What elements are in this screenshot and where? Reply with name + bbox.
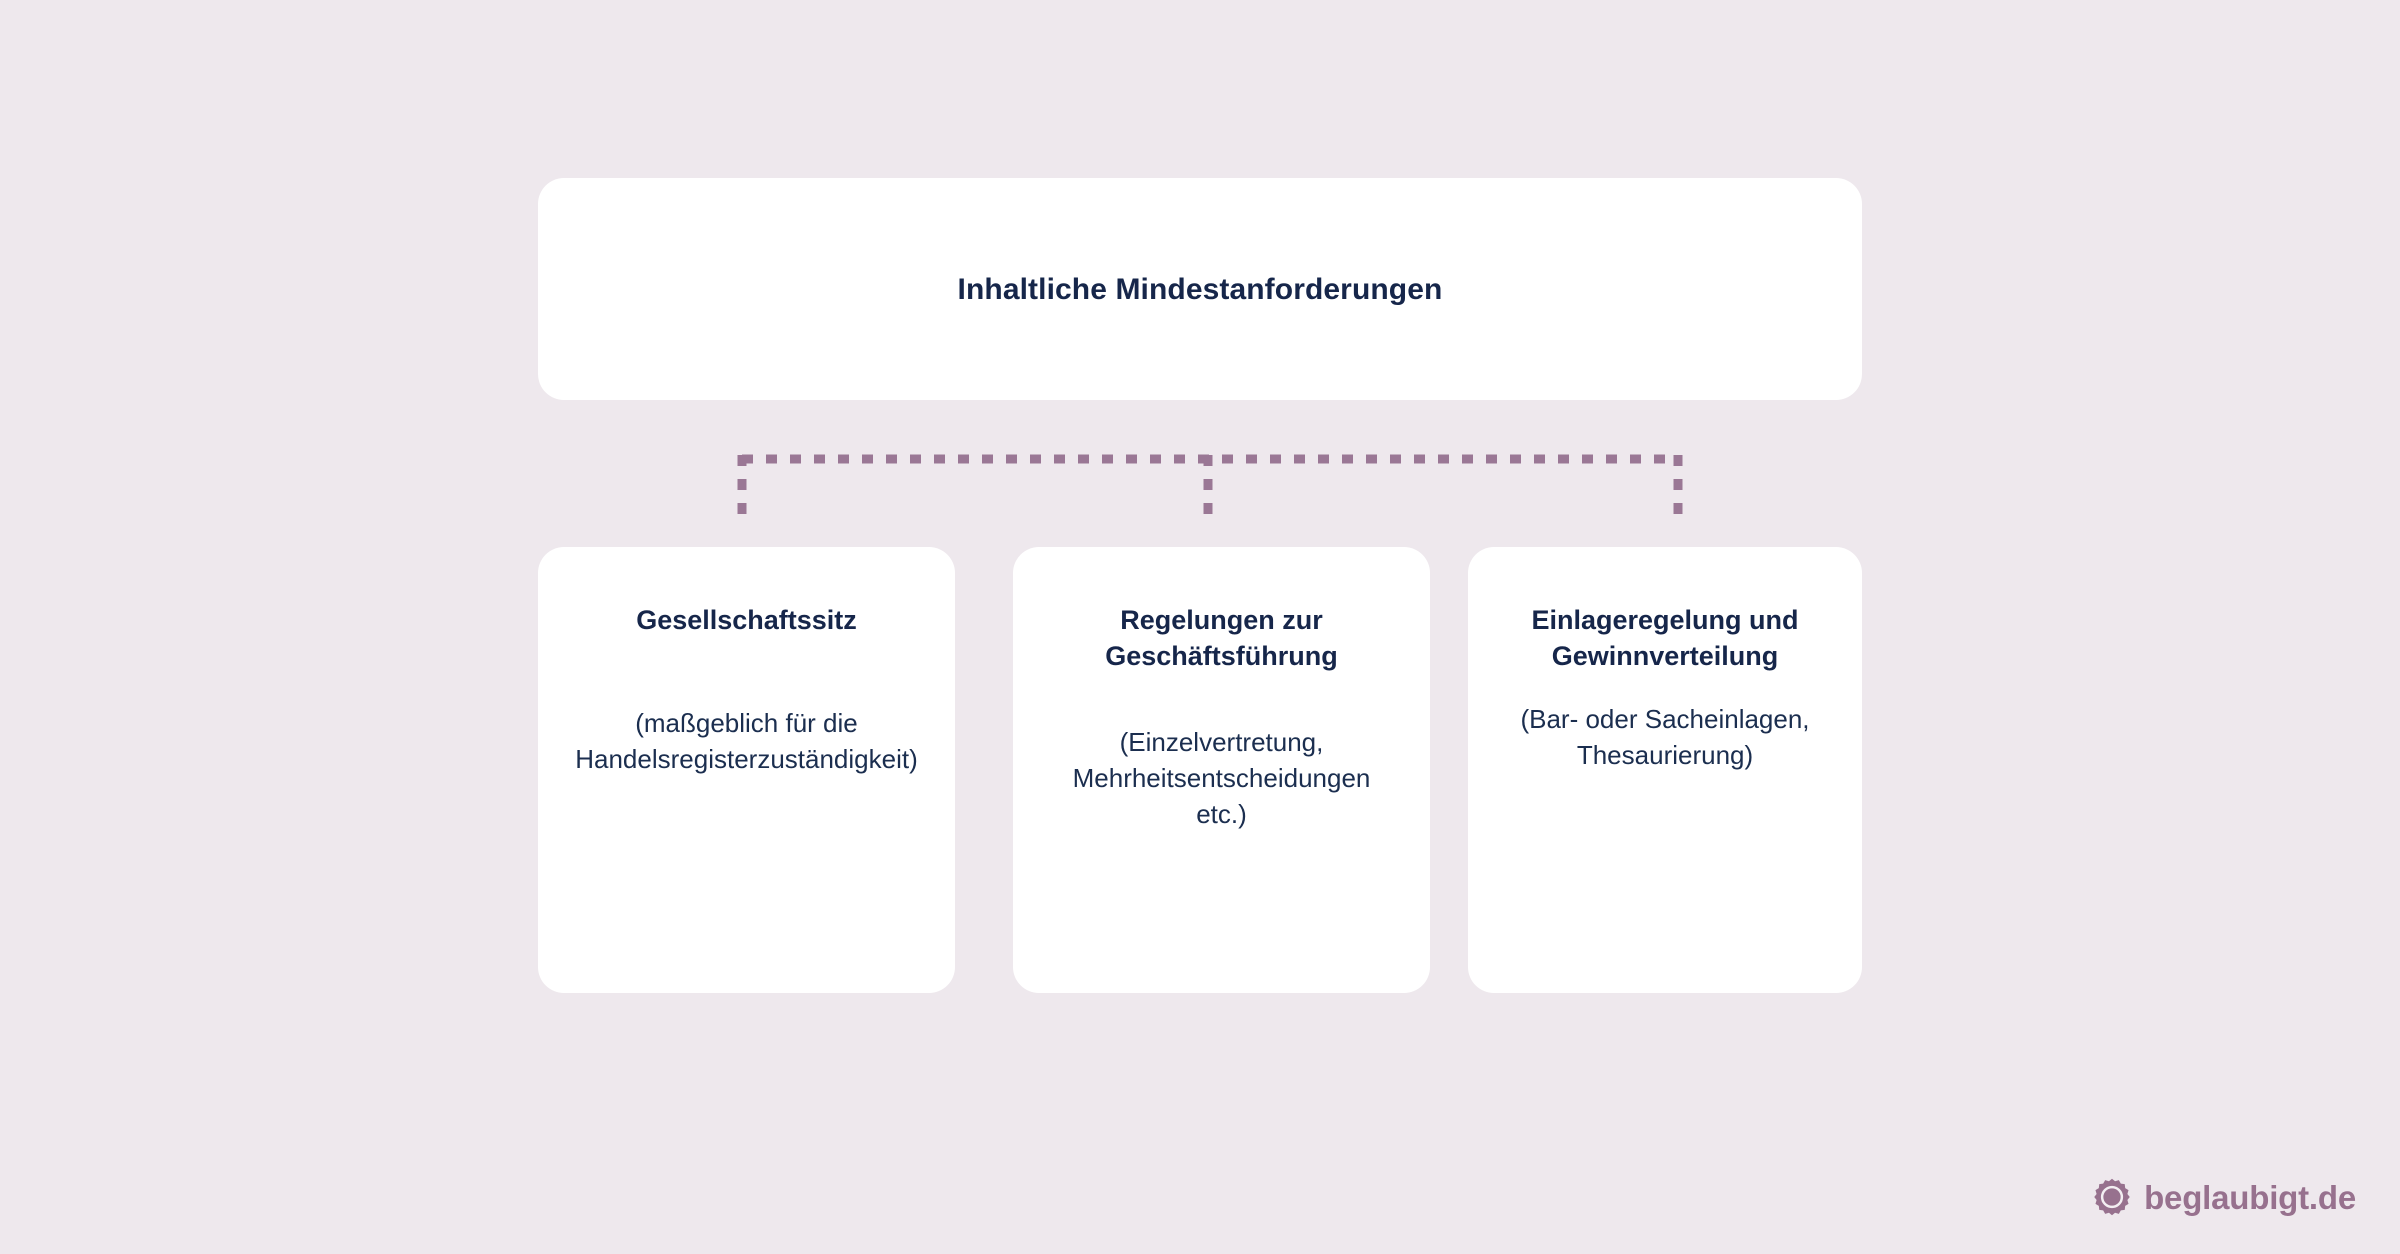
watermark-brand-text: beglaubigt.de <box>2144 1178 2356 1216</box>
connector-bracket <box>737 454 1683 516</box>
child-node-card-einlageregelung[interactable]: Einlageregelung und Gewinnverteilung (Ba… <box>1468 547 1862 993</box>
child-node-title: Gesellschaftssitz <box>636 605 857 635</box>
child-node-subtitle: (Bar- oder Sacheinlagen, Thesaurierung) <box>1520 704 1810 771</box>
watermark-logo: beglaubigt.de <box>2093 1178 2356 1216</box>
root-node-title: Inhaltliche Mindestanforderungen <box>957 272 1443 306</box>
child-node-card-gesellschaftssitz[interactable]: Gesellschaftssitz (maßgeblich für die Ha… <box>538 547 955 993</box>
child-node-card-geschaeftsfuehrung[interactable]: Regelungen zur Geschäftsführung (Einzelv… <box>1013 547 1430 993</box>
child-node-subtitle: (Einzelvertretung, Mehrheitsentscheidung… <box>1072 727 1371 829</box>
child-node-title: Einlageregelung und Gewinnverteilung <box>1531 605 1799 671</box>
child-node-title: Regelungen zur Geschäftsführung <box>1105 605 1338 671</box>
root-node-card[interactable]: Inhaltliche Mindestanforderungen <box>538 178 1862 400</box>
seal-icon <box>2094 1178 2130 1216</box>
child-node-subtitle: (maßgeblich für die Handelsregisterzustä… <box>575 707 918 774</box>
